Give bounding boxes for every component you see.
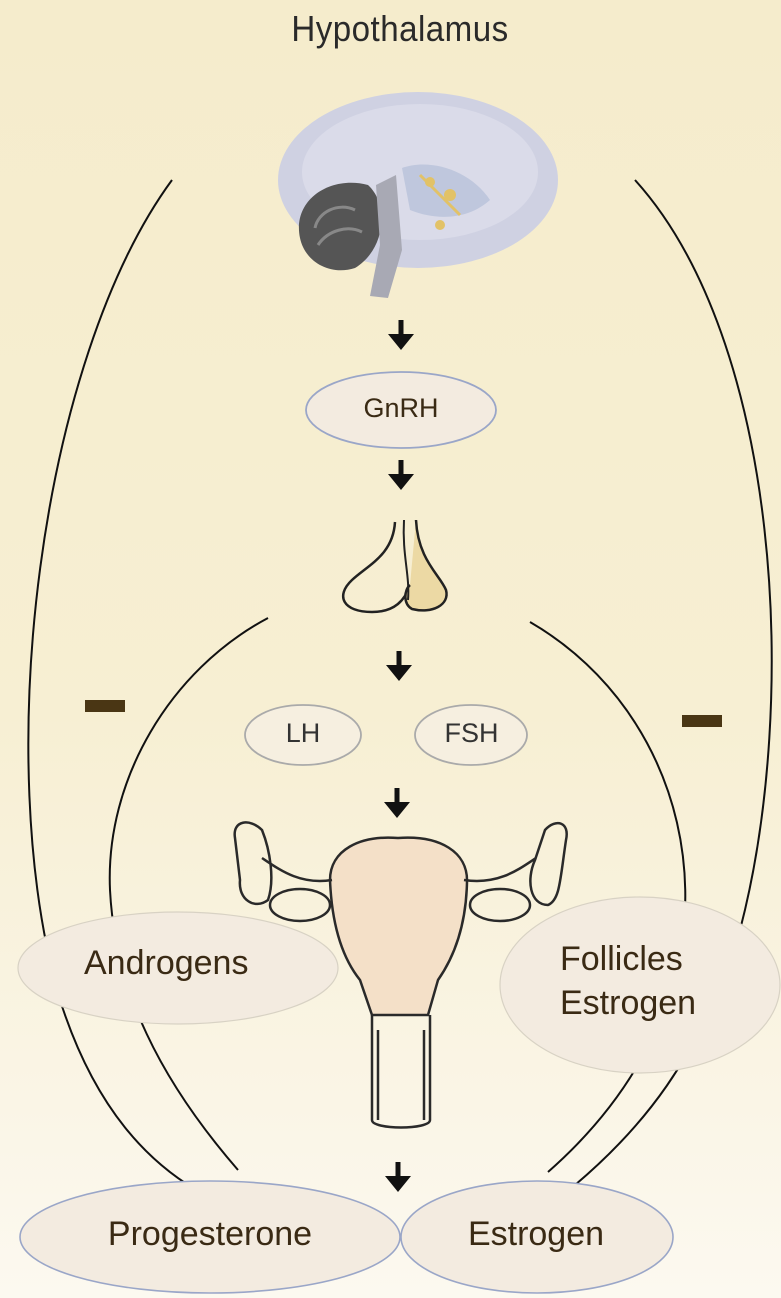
follicles-estrogen-sublabel: Estrogen xyxy=(560,981,780,1025)
arrow-brain-to-gnrh xyxy=(388,320,414,350)
brain-icon xyxy=(278,92,558,298)
arrow-uterus-to-hormones xyxy=(385,1162,411,1192)
hypothalamus-title: Hypothalamus xyxy=(244,8,557,50)
gnrh-label: GnRH xyxy=(306,393,496,424)
follicles-estrogen-label: Follicles Estrogen xyxy=(500,937,780,1025)
arrow-pituitary-to-lh-fsh xyxy=(386,651,412,681)
lh-label: LH xyxy=(245,718,361,749)
negative-feedback-minus-right xyxy=(682,715,722,727)
arrow-lh-fsh-to-ovary xyxy=(384,788,410,818)
outer-feedback-curve-left xyxy=(28,180,205,1195)
androgens-label: Androgens xyxy=(18,944,338,983)
follicles-label: Follicles xyxy=(560,937,780,981)
estrogen-label: Estrogen xyxy=(400,1215,672,1254)
arrow-gnrh-to-pituitary xyxy=(388,460,414,490)
inner-feedback-curve-left xyxy=(110,618,268,1170)
inner-feedback-curve-right xyxy=(530,622,685,1172)
progesterone-label: Progesterone xyxy=(20,1215,400,1254)
pituitary-icon xyxy=(343,520,446,612)
negative-feedback-minus-left xyxy=(85,700,125,712)
fsh-label: FSH xyxy=(415,718,528,749)
